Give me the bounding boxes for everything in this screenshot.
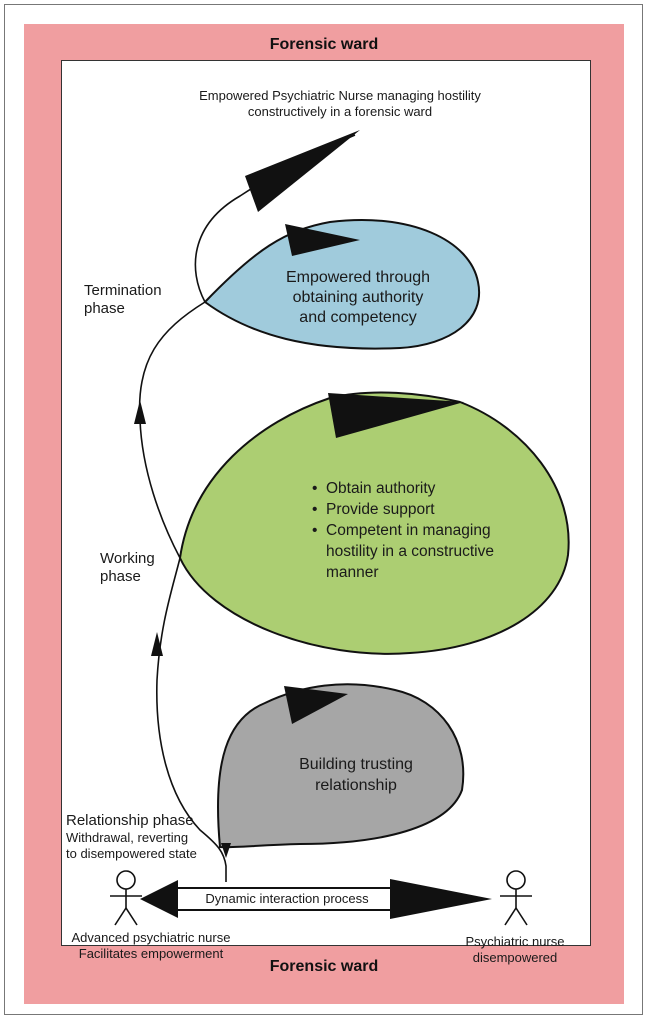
list-item: Obtain authority [312,478,494,499]
arrowhead-withdrawal [221,843,231,858]
empowered-text: Empowered through obtaining authority an… [268,268,448,328]
list-item: Provide support [312,499,494,520]
relationship-phase-label: Relationship phase [66,812,194,829]
empowered-line-1: Empowered through [285,269,431,286]
withdrawal-line-1: Withdrawal, reverting [66,830,189,845]
goal-line-2: constructively in a forensic ward [247,104,433,119]
arrowhead-empowered-loop [285,224,360,256]
building-trust-loop [217,683,465,849]
termination-line-2: phase [84,300,125,317]
arrowhead-building-loop [284,686,348,724]
ward-label-top: Forensic ward [269,36,379,53]
advanced-nurse-figure [110,870,142,926]
empowered-line-3: and competency [299,309,417,326]
working-phase-label: Working phase [100,550,155,586]
advanced-nurse-label: Advanced psychiatric nurse Facilitates e… [56,930,246,962]
interaction-label: Dynamic interaction process [205,891,369,906]
disempowered-line-2: disempowered [472,950,558,965]
working-phase-list: Obtain authority Provide support Compete… [312,478,494,583]
arrowhead-working-loop [328,393,464,438]
list-item-continuation: manner [326,564,379,581]
arrowhead-goal [245,130,360,212]
list-item-continuation: hostility in a constructive [326,543,494,560]
ward-label-bottom: Forensic ward [269,958,379,975]
arrowhead-left [140,880,178,918]
goal-line-1: Empowered Psychiatric Nurse managing hos… [199,88,481,103]
building-trust-text: Building trusting relationship [276,754,436,796]
termination-line-1: Termination [84,282,162,299]
withdrawal-line-2: to disempowered state [66,846,197,861]
working-line-2: phase [100,568,141,585]
list-item: Competent in managing [312,520,494,541]
advanced-line-1: Advanced psychiatric nurse [71,930,231,945]
arrowhead-right [390,879,492,919]
termination-phase-label: Termination phase [84,282,162,318]
arrowhead-relationship [151,632,163,656]
empowered-line-2: obtaining authority [292,289,424,306]
arrowhead-working [134,400,146,424]
psychiatric-nurse-figure [500,870,532,926]
building-line-1: Building trusting [299,756,413,773]
progress-path [138,134,356,882]
advanced-line-2: Facilitates empowerment [78,946,224,961]
building-line-2: relationship [315,777,397,794]
working-line-1: Working [100,550,155,567]
withdrawal-label: Withdrawal, reverting to disempowered st… [66,830,197,862]
disempowered-line-1: Psychiatric nurse [465,934,565,949]
disempowered-nurse-label: Psychiatric nurse disempowered [440,934,590,966]
goal-text: Empowered Psychiatric Nurse managing hos… [170,88,510,120]
